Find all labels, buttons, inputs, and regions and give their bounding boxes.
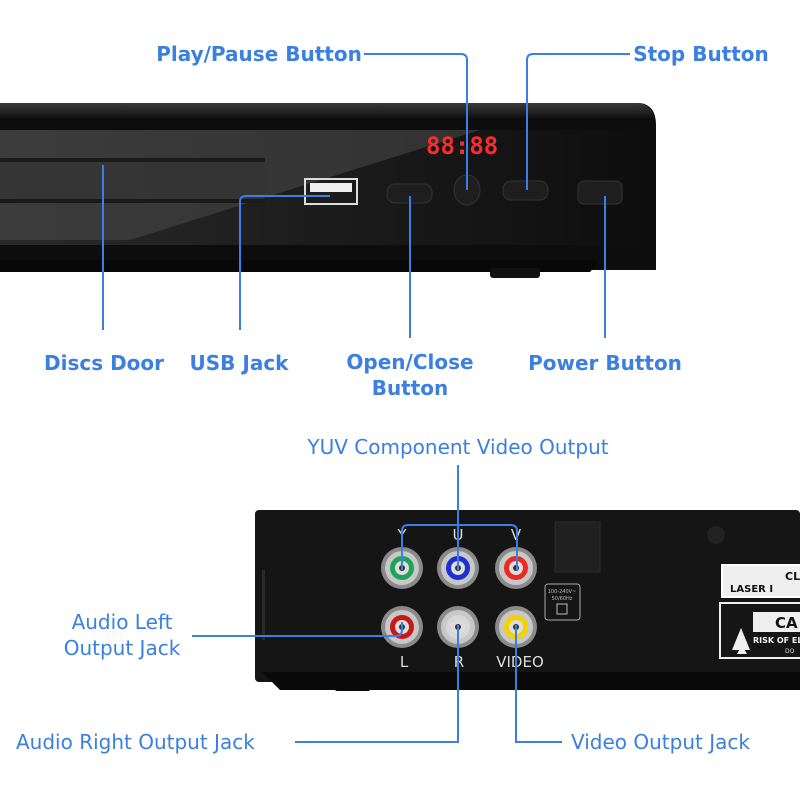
label-yuv: YUV Component Video Output bbox=[307, 435, 609, 459]
led-display: 88:88 bbox=[426, 132, 498, 160]
label-open-close: Open/Close Button bbox=[346, 349, 473, 401]
label-audio-right: Audio Right Output Jack bbox=[16, 730, 255, 754]
label-audio-left: Audio Left Output Jack bbox=[64, 609, 181, 661]
label-play-pause: Play/Pause Button bbox=[156, 42, 362, 66]
svg-text:LASER I: LASER I bbox=[730, 584, 773, 595]
power-button bbox=[577, 180, 623, 205]
svg-text:DO: DO bbox=[785, 648, 795, 655]
dvd-player-front: 88:88 bbox=[0, 103, 656, 278]
svg-text:VIDEO: VIDEO bbox=[496, 653, 544, 671]
leader-stop bbox=[526, 53, 630, 190]
stop-button bbox=[502, 180, 549, 201]
foot bbox=[490, 268, 540, 278]
leader-audio-right bbox=[295, 625, 459, 743]
leader-lines bbox=[102, 53, 630, 743]
svg-text:L: L bbox=[400, 653, 409, 671]
svg-text:100-240V~: 100-240V~ bbox=[548, 589, 577, 595]
leader-yuv bbox=[401, 465, 518, 570]
label-audio-left-line2: Output Jack bbox=[63, 636, 181, 660]
disc-tray bbox=[0, 158, 265, 203]
label-open-close-line2: Button bbox=[371, 376, 449, 400]
label-usb-jack: USB Jack bbox=[189, 351, 289, 375]
label-power: Power Button bbox=[528, 351, 682, 375]
svg-text:CLA: CLA bbox=[785, 570, 800, 583]
label-audio-left-line1: Audio Left bbox=[71, 610, 173, 634]
dvd-player-back: 100-240V~ 50/60Hz CLA LASER I CA RISK OF… bbox=[255, 510, 800, 691]
label-discs-door: Discs Door bbox=[43, 351, 165, 375]
svg-text:CA: CA bbox=[775, 614, 798, 632]
leader-usb bbox=[239, 195, 330, 330]
leader-audio-left bbox=[192, 622, 403, 637]
leader-play-pause bbox=[364, 53, 468, 190]
label-stop: Stop Button bbox=[633, 42, 769, 66]
leader-video bbox=[515, 625, 562, 743]
svg-text:50/60Hz: 50/60Hz bbox=[552, 596, 573, 602]
usb-port bbox=[304, 178, 358, 205]
sticker-warning-text: RISK OF EL bbox=[753, 636, 800, 645]
label-open-close-line1: Open/Close bbox=[346, 350, 474, 374]
label-video-output: Video Output Jack bbox=[571, 730, 750, 754]
